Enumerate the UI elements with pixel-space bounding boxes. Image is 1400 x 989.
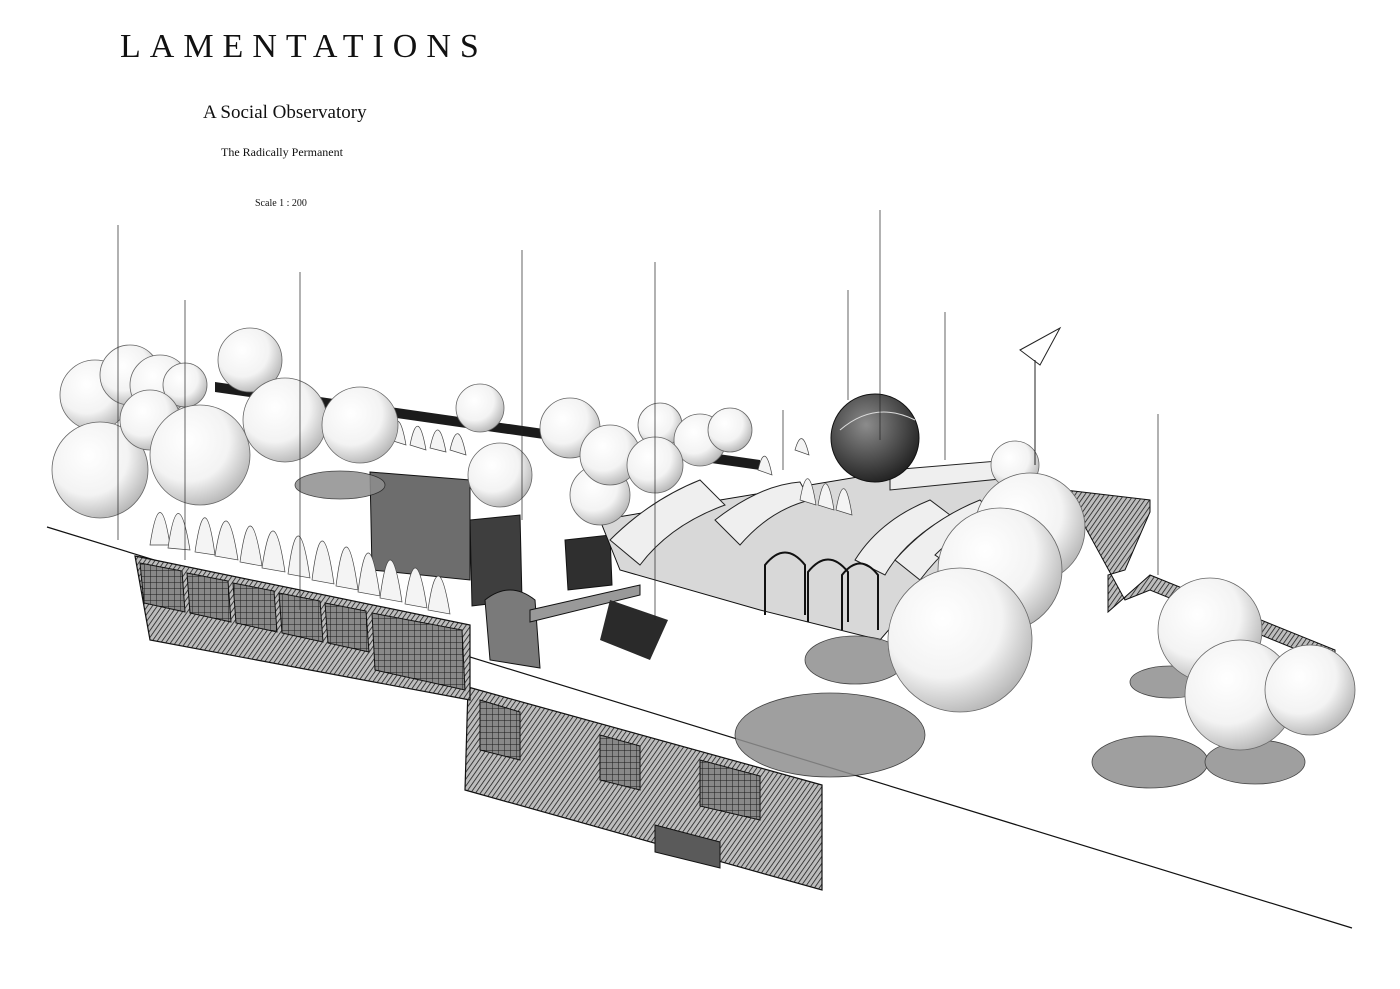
boundary-wall-right — [1064, 489, 1336, 666]
drawing-subtitle: A Social Observatory — [203, 102, 367, 123]
barrel-vaults — [609, 459, 1031, 581]
ground-shadows — [294, 470, 1306, 789]
observatory-globe — [830, 393, 920, 483]
sail-screens — [149, 420, 853, 615]
trees — [51, 327, 1356, 751]
drawing-title: LAMENTATIONS — [120, 28, 488, 65]
drawing-tagline: The Radically Permanent — [221, 145, 343, 159]
scale-label: Scale 1 : 200 — [255, 198, 307, 209]
winter-garden-bays — [139, 562, 466, 691]
arch-portal — [484, 589, 541, 669]
basement-section — [464, 686, 823, 891]
leader-lines — [117, 210, 1159, 620]
north-arrow-icon — [1019, 326, 1062, 465]
vault-arches — [764, 551, 879, 630]
